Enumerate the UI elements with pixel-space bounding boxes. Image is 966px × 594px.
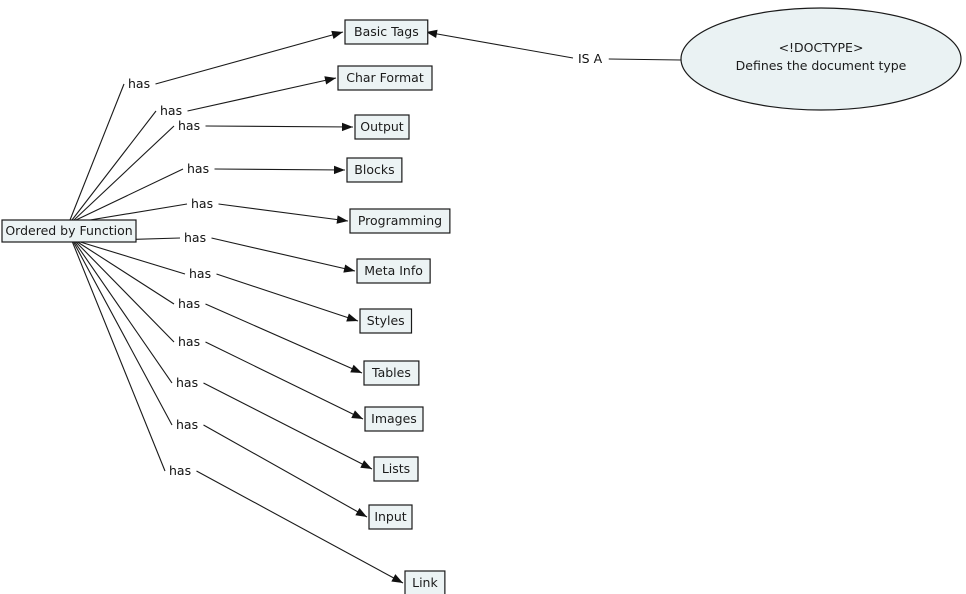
edge-label-has: has [176,375,198,390]
node-blocks[interactable]: Blocks [346,157,403,183]
node-box-root[interactable] [1,219,137,243]
edge-arrowhead [324,76,336,85]
edge-segment-source-to-label [73,240,173,384]
edge-arrowhead [351,410,363,419]
node-label-link: Link [412,575,438,590]
node-styles[interactable]: Styles [359,308,413,334]
edge-segment-source-to-label [76,240,186,275]
edge-segment-source-to-label [69,83,125,221]
node-label-images: Images [371,411,417,426]
edge-arrowhead [360,460,372,469]
node-box-basic-tags[interactable] [344,19,429,45]
node-lists[interactable]: Lists [373,456,419,482]
edge-label-has: has [178,118,200,133]
node-label-root: Ordered by Function [5,223,132,238]
node-char-format[interactable]: Char Format [337,65,433,91]
edge-segment-source-to-label [75,168,184,221]
edge-segment-label-to-basic-tags [425,31,574,59]
node-label-tables: Tables [371,365,411,380]
edge-label-has: has [184,230,206,245]
edge-label-has: has [176,417,198,432]
node-box-tables[interactable] [363,360,420,386]
node-tables[interactable]: Tables [363,360,420,386]
node-ordered-by-function[interactable]: Ordered by Function [1,219,137,243]
node-label-doctype-line1: <!DOCTYPE> [779,40,864,55]
node-input[interactable]: Input [368,504,413,530]
node-doctype[interactable]: <!DOCTYPE> Defines the document type [680,7,962,111]
edge-segment-doctype-to-label [608,58,682,61]
node-box-link[interactable] [404,570,446,594]
edge-segment-label-to-target [203,382,373,470]
edge-segment-label-to-target [187,77,337,112]
edges-layer [69,29,682,584]
edge-segment-source-to-label [75,240,175,305]
node-label-meta-info: Meta Info [364,263,423,278]
node-label-basic-tags: Basic Tags [354,24,419,39]
edge-label-has: has [160,103,182,118]
edge-segment-label-to-target [205,341,364,420]
node-label-programming: Programming [358,213,442,228]
node-box-char-format[interactable] [337,65,433,91]
edge-segment-label-to-target [216,273,359,322]
edge-segment-source-to-label [72,240,173,426]
edge-label-is-a: IS A [578,51,603,66]
edge-segment-label-to-target [196,470,404,584]
edge-segment-label-to-target [211,237,356,272]
edge-arrowhead [355,507,367,517]
edge-segment-label-to-target [205,303,363,374]
node-label-lists: Lists [382,461,410,476]
edge-label-has: has [178,334,200,349]
node-programming[interactable]: Programming [349,208,451,234]
edge-arrowhead [333,165,345,175]
edge-segment-label-to-target [205,125,354,128]
node-box-styles[interactable] [359,308,413,334]
edge-segment-label-to-target [214,168,346,171]
edge-segment-label-to-target [155,31,344,85]
node-box-images[interactable] [364,406,424,432]
node-box-meta-info[interactable] [356,258,431,284]
edge-label-has: has [191,196,213,211]
edge-segment-source-to-label [73,125,175,221]
edge-arrowhead [346,313,358,322]
edge-label-has: has [189,266,211,281]
edge-arrowhead [343,264,355,273]
edge-label-has: has [128,76,150,91]
edge-label-has: has [187,161,209,176]
edge-arrowhead-is-a [426,29,438,39]
node-box-programming[interactable] [349,208,451,234]
edge-arrowhead [391,574,403,583]
node-box-blocks[interactable] [346,157,403,183]
edge-label-has: has [169,463,191,478]
edge-arrowhead [341,122,353,132]
edge-arrowhead [350,364,362,373]
edge-segment-source-to-label [71,110,157,221]
node-link[interactable]: Link [404,570,446,594]
node-box-lists[interactable] [373,456,419,482]
node-label-blocks: Blocks [354,162,394,177]
edge-arrowhead [331,30,343,39]
edge-segment-label-to-target [218,203,349,222]
edge-segment-source-to-label [77,203,188,223]
node-box-output[interactable] [354,114,410,140]
node-basic-tags[interactable]: Basic Tags [344,19,429,45]
node-label-input: Input [374,509,406,524]
node-output[interactable]: Output [354,114,410,140]
node-box-input[interactable] [368,504,413,530]
node-meta-info[interactable]: Meta Info [356,258,431,284]
edge-segment-label-to-target [203,424,368,518]
edge-segment-source-to-label [74,240,175,343]
node-label-char-format: Char Format [346,70,424,85]
edge-label-has: has [178,296,200,311]
node-label-output: Output [360,119,404,134]
edge-segment-source-to-label [71,240,166,472]
node-label-styles: Styles [367,313,405,328]
node-label-doctype-line2: Defines the document type [736,58,907,73]
edge-arrowhead [336,215,348,224]
node-images[interactable]: Images [364,406,424,432]
node-ellipse-doctype[interactable] [680,7,962,111]
